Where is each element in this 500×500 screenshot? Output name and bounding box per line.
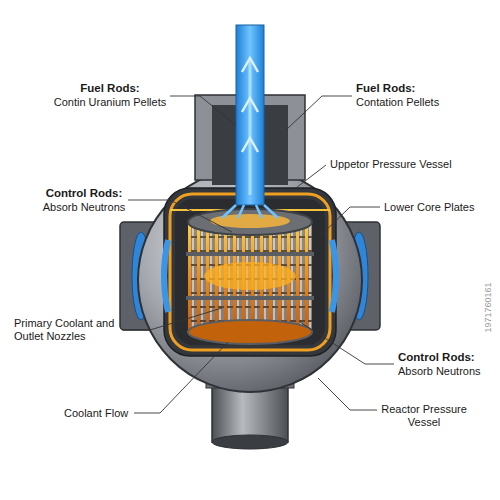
part-label: Lower Core Plates	[384, 201, 494, 214]
part-label: Uppetor Pressure Vessel	[330, 158, 480, 171]
part-label: Contin Uranium Pellets	[45, 96, 175, 109]
watermark: 1971760161	[482, 268, 495, 348]
part-label: Primary Coolant and Outlet Nozzles	[14, 317, 118, 343]
part-heading: Fuel Rods:	[45, 82, 175, 95]
part-heading: Fuel Rods:	[356, 82, 466, 95]
part-heading: Control Rods:	[398, 351, 494, 364]
part-label: Absorb Neutrons	[398, 365, 494, 378]
part-heading: Control Rods:	[34, 187, 134, 200]
part-label: Coolant Flow	[64, 407, 134, 420]
part-label: Reactor Pressure Vessel	[378, 403, 470, 429]
part-label: Contation Pellets	[356, 96, 466, 109]
part-label: Absorb Neutrons	[34, 201, 134, 214]
